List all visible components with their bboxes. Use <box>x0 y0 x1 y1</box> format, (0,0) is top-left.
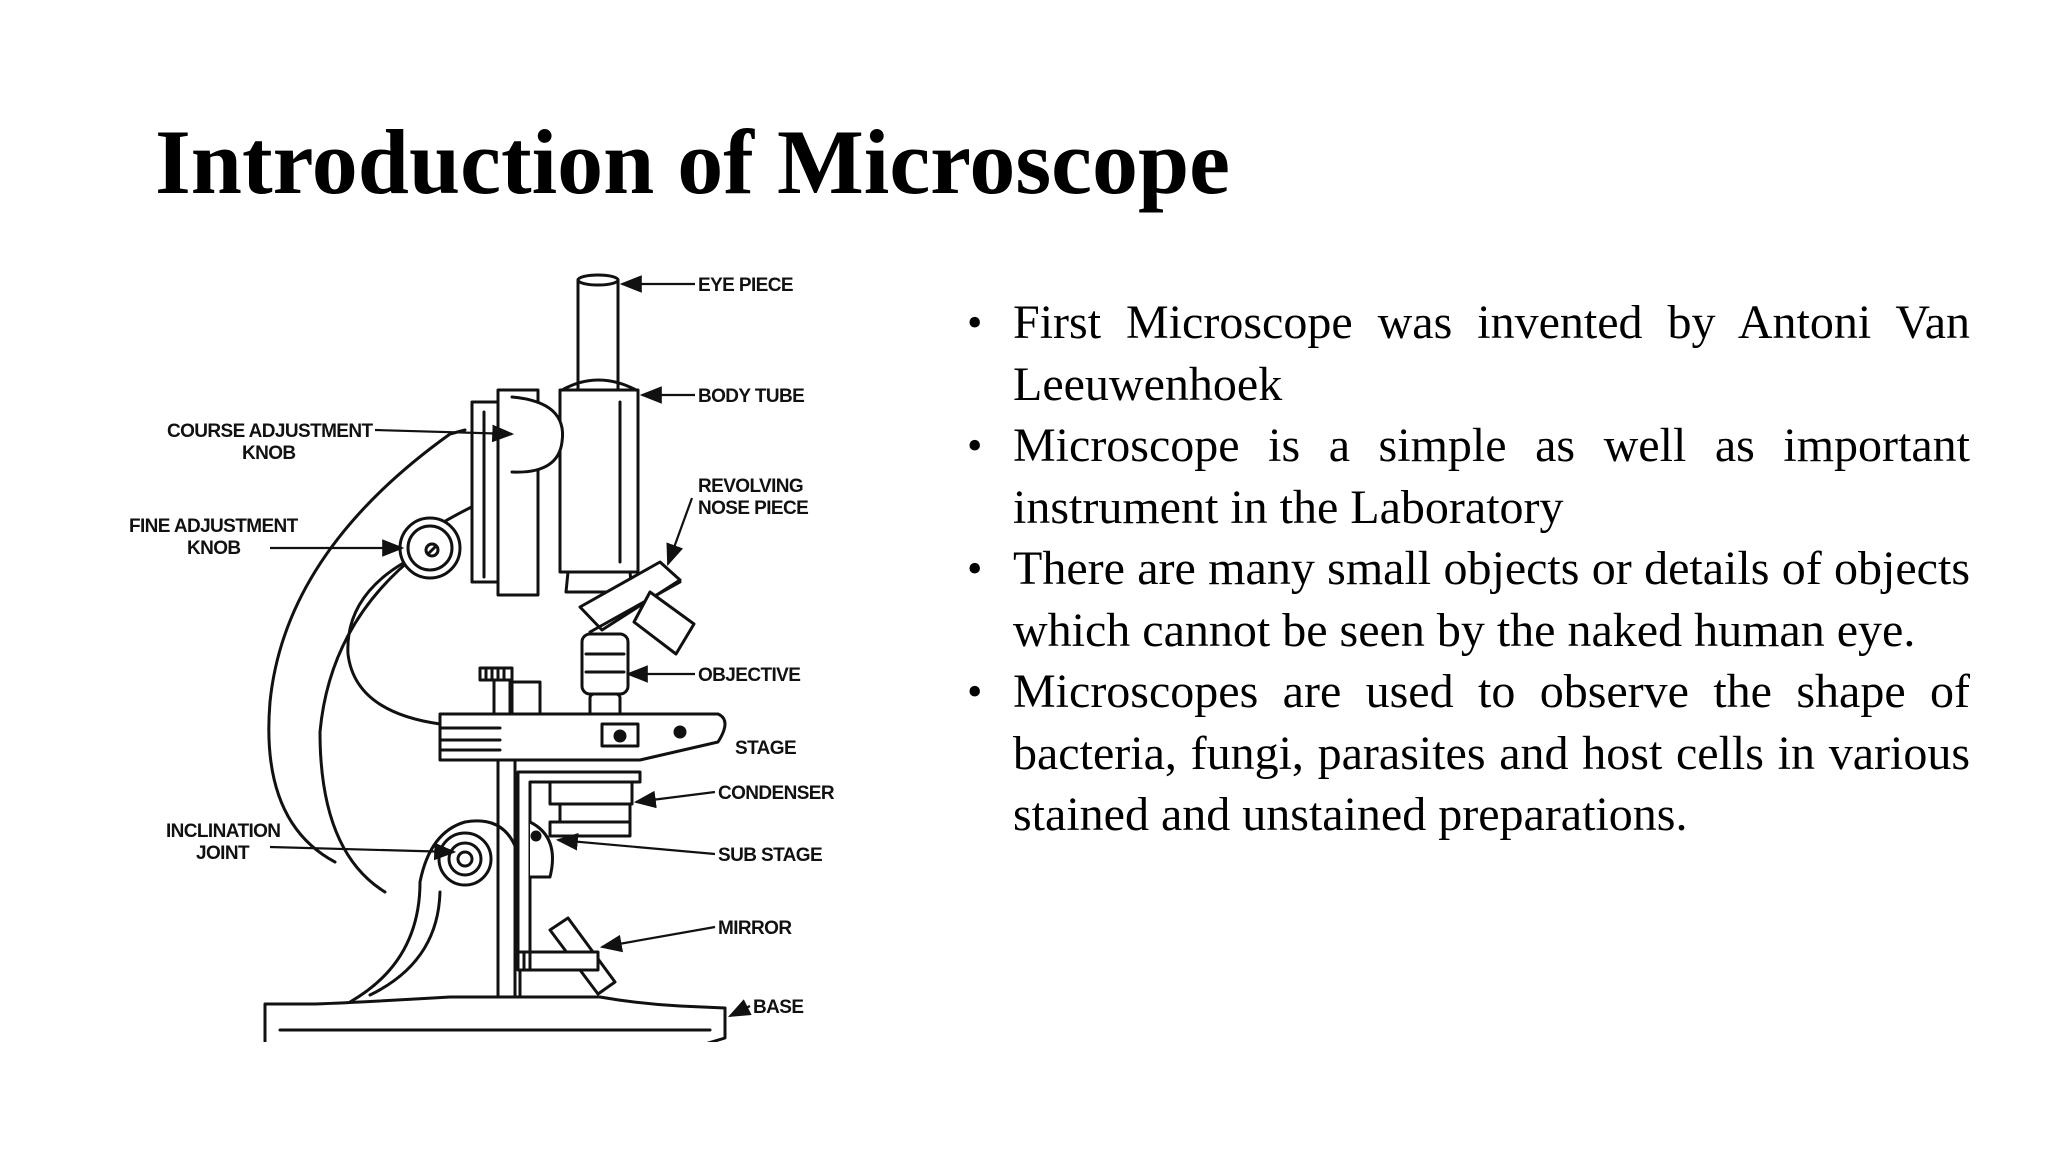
stage-shape <box>438 712 727 762</box>
bullet-dot: • <box>967 421 983 470</box>
label-course-adjustment-2: KNOB <box>242 443 296 464</box>
label-fine-adjustment-1: FINE ADJUSTMENT <box>129 516 299 537</box>
label-course-adjustment-1: COURSE ADJUSTMENT <box>167 421 373 442</box>
bullet-list: • First Microscope was invented by Anton… <box>955 292 1970 846</box>
label-condenser: CONDENSER <box>718 783 835 804</box>
objective-shape <box>580 632 630 696</box>
bullet-text: Microscopes are used to observe the shap… <box>1013 665 1970 841</box>
label-inclination-1: INCLINATION <box>166 821 280 842</box>
microscope-diagram: EYE PIECE BODY TUBE REVOLVING NOSE PIECE… <box>120 262 880 1042</box>
bullet-text: Microscope is a simple as well as import… <box>1013 419 1970 534</box>
base-shape <box>263 995 727 1042</box>
bullet-item: • Microscope is a simple as well as impo… <box>955 415 1970 538</box>
bullet-text: There are many small objects or details … <box>1013 542 1970 657</box>
bullet-dot: • <box>967 298 983 347</box>
body-tube-shape <box>558 388 640 574</box>
label-body-tube: BODY TUBE <box>698 386 804 407</box>
eyepiece-shape <box>576 278 620 392</box>
bullet-item: • There are many small objects or detail… <box>955 538 1970 661</box>
nosepiece-shape <box>578 560 682 632</box>
label-revolving-nose-piece-1: REVOLVING <box>698 476 803 497</box>
slide-title: Introduction of Microscope <box>155 111 1230 213</box>
inclination-joint-shape <box>437 831 493 887</box>
bullet-item: • Microscopes are used to observe the sh… <box>955 661 1970 846</box>
condenser-shape <box>548 780 634 806</box>
label-eye-piece: EYE PIECE <box>698 275 793 296</box>
arm-shape <box>267 428 467 864</box>
microscope-illustration: EYE PIECE BODY TUBE REVOLVING NOSE PIECE… <box>129 273 835 1042</box>
label-base: BASE <box>753 997 803 1018</box>
label-inclination-2: JOINT <box>196 843 250 864</box>
label-fine-adjustment-2: KNOB <box>187 538 241 559</box>
bullet-text: First Microscope was invented by Antoni … <box>1013 296 1970 411</box>
label-sub-stage: SUB STAGE <box>718 845 822 866</box>
label-objective: OBJECTIVE <box>698 665 800 686</box>
label-mirror: MIRROR <box>718 918 792 939</box>
bullet-dot: • <box>967 544 983 593</box>
bullet-item: • First Microscope was invented by Anton… <box>955 292 1970 415</box>
label-stage: STAGE <box>735 738 796 759</box>
coarse-knob-shape <box>510 395 565 474</box>
bullet-dot: • <box>967 667 983 716</box>
label-revolving-nose-piece-2: NOSE PIECE <box>698 498 808 519</box>
